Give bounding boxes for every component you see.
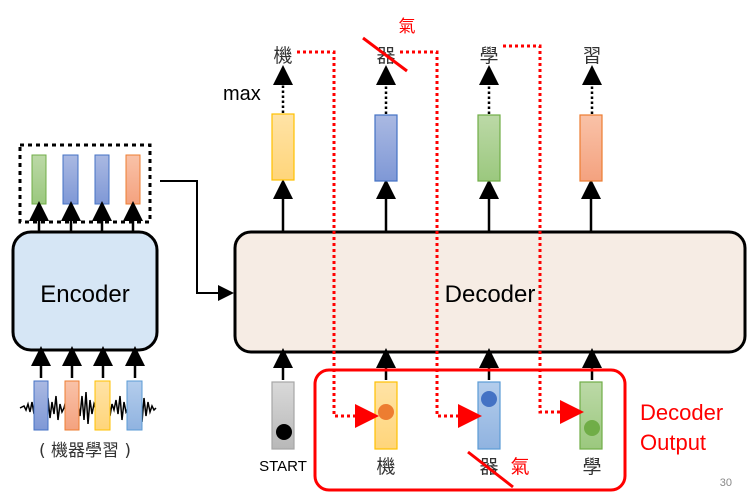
feedback-arrow-2	[400, 50, 482, 428]
replacement-input-char-3: 氣	[510, 456, 529, 478]
decoder-output-vector-3	[477, 114, 501, 182]
encoder-input-vector-2	[64, 380, 80, 431]
decoder-output-vector-2	[374, 114, 398, 182]
decoder-output-vector-1	[271, 113, 295, 181]
one-hot-dot-3	[481, 391, 497, 407]
start-label: START	[259, 458, 307, 475]
output-char-4: 習	[582, 45, 601, 67]
one-hot-dot-4	[584, 420, 600, 436]
page-number: 30	[720, 477, 732, 489]
max-label: max	[223, 83, 261, 105]
decoder-output-label-line2: Output	[640, 430, 706, 455]
encoder-output-vector-1	[31, 154, 47, 205]
output-char-3: 學	[479, 45, 498, 67]
encoder-output-group	[18, 143, 152, 232]
output-char-1: 機	[273, 45, 292, 67]
decoder-output-highlight-box	[313, 368, 627, 492]
encoder-output-vector-3	[94, 154, 110, 205]
encoder-input-vector-1	[33, 380, 49, 431]
replacement-output-char-2: 氣	[399, 17, 416, 37]
encoder-label: Encoder	[40, 281, 129, 308]
decoder-label: Decoder	[445, 281, 536, 308]
one-hot-dot-2	[378, 404, 394, 420]
encoder-block	[11, 230, 159, 352]
encoder-to-decoder-arrow	[160, 180, 234, 301]
strike-input-char-3	[467, 450, 514, 489]
encoder-output-vector-2	[62, 154, 79, 205]
strike-output-char-2	[362, 36, 408, 73]
one-hot-dot-start	[276, 424, 292, 440]
encoder-input-vector-4	[126, 380, 143, 431]
encoder-input-vector-3	[94, 380, 111, 431]
feedback-arrow-3	[503, 44, 584, 424]
decoder-output-vector-4	[579, 114, 603, 182]
decoder-output-label-line1: Decoder	[640, 400, 723, 425]
encoder-output-dashed-box	[18, 143, 152, 224]
input-char-2: 機	[376, 456, 395, 478]
decoder-input-vector-4	[579, 381, 603, 450]
feedback-arrow-1	[297, 50, 379, 428]
encoder-output-vector-4	[125, 154, 141, 205]
encoder-input-caption: ( 機器學習 )	[39, 441, 131, 461]
input-char-4: 學	[582, 456, 601, 478]
